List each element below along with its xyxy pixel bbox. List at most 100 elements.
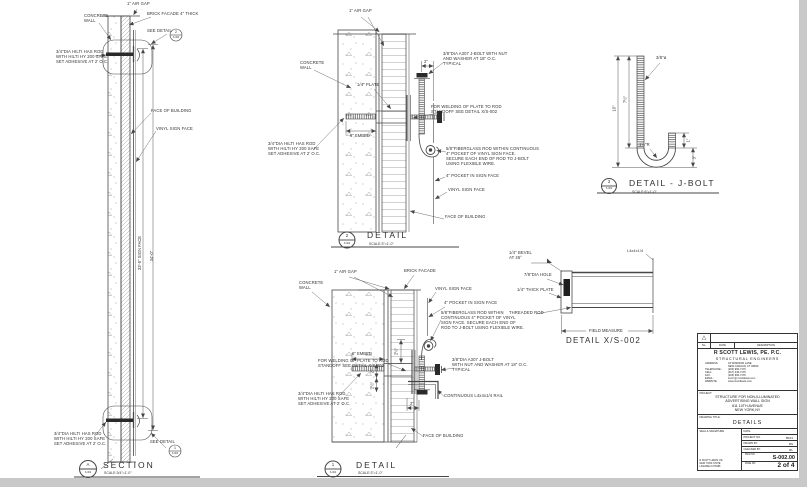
rev-no-header: No. [698, 343, 711, 348]
face-of-building-label: FACE OF BUILDING [445, 214, 486, 219]
drawn-by-field: DRAWN BY.RS [742, 441, 797, 447]
angle-label: L4x4x1/4 [627, 248, 644, 253]
hilti-anchor-note: 3/4"DIA HILTI HAS ROD WITH HILTI HY 200 … [268, 141, 321, 156]
hilti-anchor-note-bottom: 3/4"DIA HILTI HAS ROD WITH HILTI HY 200 … [54, 431, 107, 446]
jbolt-scale: SCALE:6"=1'-0" [632, 189, 657, 194]
project-no-label: PROJECT NO. [743, 436, 761, 439]
sign-face-height-dim: 33'-5" SIGN FACE [136, 235, 142, 271]
page-no-value: 2 of 4 [777, 462, 795, 469]
fiberglass-note: 5/8"FIBERGLASS ROD WITHIN CONTINUOUS 4" … [441, 310, 525, 330]
thread-dim-75: 7½" [622, 95, 628, 103]
page-no-field: PAGE NO.2 of 4 [742, 462, 797, 470]
checked-by-label: CHECKED BY. [743, 448, 761, 451]
address-label: FAX: [705, 374, 711, 378]
fiberglass-note: 5/8"FIBERGLASS ROD WITHIN CONTINUOUS 4" … [446, 146, 540, 166]
detail-bubble-num-bottom: 1 [174, 445, 176, 450]
jbolt-title-sheet: S-002 [605, 187, 613, 191]
address-row: NEW CANAAN, CT 06840 [698, 365, 797, 368]
standoff-dim: 2" [424, 58, 428, 64]
vinyl-sign-face-label: VINYL SIGN FACE [448, 187, 485, 192]
linework [74, 8, 719, 478]
seal-label: SEAL & SIGNATURE [699, 429, 725, 433]
address-label: TELEPHONE: [705, 368, 722, 372]
revision-triangle-icon: △ [698, 334, 711, 342]
concrete-wall-label: CONCRETE WALL [84, 13, 109, 23]
bend-radius-label: 1½"R [639, 141, 650, 147]
air-gap-label: 1" AIR GAP [334, 269, 357, 274]
fields-column: DATE: PROJECT NO.B101 DRAWN BY.RS CHECKE… [742, 429, 797, 470]
brick-facade-label: BRICK FACADE [404, 267, 436, 273]
length-dim-10: 10" [611, 104, 617, 112]
vinyl-sign-face-label: VINYL SIGN FACE [156, 126, 193, 131]
address-row: EMAIL:scott @ rscottlewis.com [698, 377, 797, 380]
paper: 1" AIR GAP CONCRETE WALL BRICK FACADE 4"… [0, 0, 799, 478]
concrete-wall-label: CONCRETE WALL [300, 60, 325, 70]
detail-bubble-sheet-bottom: S-002 [171, 451, 179, 455]
address-value: (203) 966-7176 [728, 368, 746, 372]
threaded-rod-label: THREADED ROD [509, 309, 544, 315]
field-measure-dim: FIELD MEASURE [589, 327, 623, 333]
plate-label: 1/4" THICK PLATE [517, 287, 554, 292]
plate-label: 1/4" PLATE [357, 82, 380, 87]
firm-block: R SCOTT LEWIS, PE. P.C. STRUCTURAL ENGIN… [698, 349, 797, 391]
address-value: (917) 446-7176 [728, 371, 746, 375]
address-row: TELEPHONE: (203) 966-7176 [698, 368, 797, 371]
section-title-num: A [86, 461, 90, 467]
address-value: scott @ rscottlewis.com [728, 377, 756, 381]
address-value: 34 WINDSOR LANE [728, 362, 752, 365]
bevel-weld-label: 1/4" BEVEL AT 45° [509, 250, 532, 260]
detail-bubble-sheet: S-002 [172, 35, 180, 39]
detail1-title-num: 1 [331, 461, 335, 467]
jbolt-linework [597, 55, 719, 194]
jbolt-title-num: 3 [607, 179, 611, 184]
address-row: WEBSITE:www.rscottlewis.com [698, 380, 797, 383]
section-title: SECTION [103, 460, 155, 470]
pocket-label: 4" POCKET IN SIGN FACE [444, 300, 498, 305]
jbolt-title: DETAIL - J-BOLT [629, 177, 716, 188]
firm-name: R SCOTT LEWIS, PE. P.C. [713, 350, 782, 356]
section-linework [74, 8, 200, 478]
jbolt-note: 3/8"DIA A307 J-BOLT WITH NUT AND WASHER … [452, 357, 528, 372]
project-block: PROJECT: STRUCTURE FOR NON-ILLUMINATED A… [698, 391, 797, 415]
date-label: DATE: [743, 430, 751, 433]
dwg-no-label: DWG NO. [745, 453, 756, 456]
checked-by-field: CHECKED BY. RL [742, 447, 797, 453]
drawing-title-block: DRAWING TITLE: DETAILS [698, 415, 797, 429]
seal-cell: SEAL & SIGNATURE R SCOTT LEWIS, PE NEW Y… [698, 429, 742, 470]
hilti-anchor-note: 3/4"DIA HILTI HAS ROD WITH HILTI HY 200 … [298, 391, 351, 406]
detail-bubble-num: 2 [175, 29, 177, 34]
date-field: DATE: [742, 429, 797, 435]
project-label: PROJECT: [699, 391, 713, 395]
address-row: FAX:(203) 966-7176 [698, 374, 797, 377]
leg-dim-1: 1" [685, 138, 691, 142]
section-title-sheet: S-002 [84, 470, 92, 474]
address-label: CELL: [705, 371, 713, 375]
project-no-field: PROJECT NO.B101 [742, 435, 797, 441]
detail1-linework [311, 274, 455, 478]
see-detail-label-bottom: SEE DETAIL [150, 439, 175, 444]
embed-dim: 6" EMBED [350, 132, 370, 138]
address-label: ADDRESS: [705, 362, 719, 365]
weld-note: FOR WELDING OF PLATE TO ROD STANDOFF SEE… [431, 104, 502, 114]
rev-date-header: DATE [711, 343, 735, 348]
brick-facade-label: BRICK FACADE 4" THICK [147, 11, 199, 16]
address-value: www.rscottlewis.com [728, 380, 752, 384]
overall-height-dim: 34'-0" [148, 250, 154, 262]
drawn-by-value: RS [788, 441, 793, 446]
address-value: NEW CANAAN, CT 06840 [728, 365, 759, 369]
rev-desc-header: DESCRIPTION [757, 344, 775, 347]
face-of-building-label: FACE OF BUILDING [151, 108, 192, 113]
continuous-angle-label: CONTINUOUS L4x4x1/4 RAIL [444, 392, 504, 398]
air-gap-label: 1" AIR GAP [127, 1, 150, 6]
detail2-scale: SCALE:3"=1'-0" [369, 241, 394, 246]
title-block: △ No. DATE DESCRIPTION R SCOTT LEWIS, PE… [697, 333, 798, 471]
firm-address: ADDRESS: 34 WINDSOR LANE NEW CANAAN, CT 0… [698, 362, 797, 383]
firm-subtitle: STRUCTURAL ENGINEERS [715, 356, 780, 361]
offset-dim-25b: 2½" [369, 381, 374, 389]
checked-by-value: RL [789, 447, 793, 452]
detail1-title-sheet: S-002 [329, 470, 337, 474]
air-gap-label: 1" AIR GAP [349, 8, 372, 13]
revision-header-row: No. DATE DESCRIPTION [698, 343, 797, 349]
detail2-title: DETAIL [367, 230, 409, 240]
